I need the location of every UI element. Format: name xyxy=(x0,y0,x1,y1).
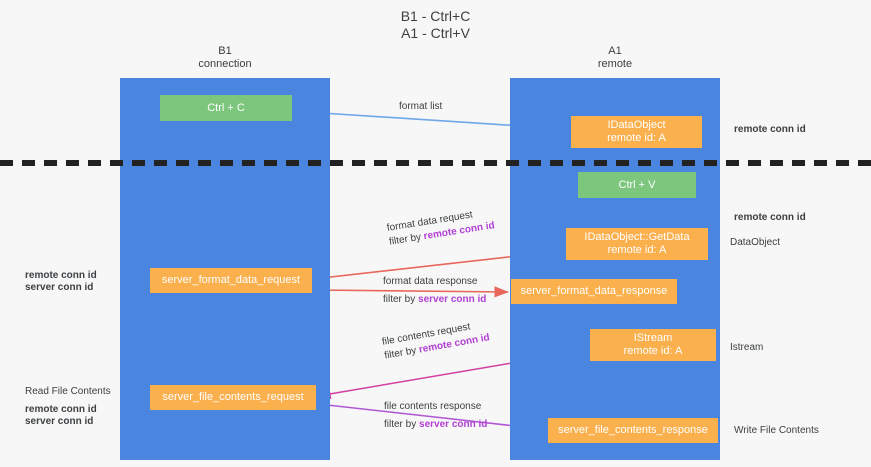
node-idataobject[interactable]: IDataObject remote id: A xyxy=(571,116,702,148)
annotation-server-conn-id-left: server conn id xyxy=(25,282,94,293)
node-ctrl-v[interactable]: Ctrl + V xyxy=(578,172,696,198)
edge-label-file-contents-response-line2: filter by server conn id xyxy=(384,418,487,432)
annotation-server-conn-id-left2: server conn id xyxy=(25,416,94,427)
annotation-dataobject: DataObject xyxy=(730,237,781,248)
lane-header-b1: B1 connection xyxy=(198,45,252,70)
filter-prefix: filter by xyxy=(383,294,419,305)
lane-header-a1: A1 remote xyxy=(597,45,633,70)
node-server-file-contents-response[interactable]: server_file_contents_response xyxy=(548,418,718,443)
annotation-remote-conn-id-top: remote conn id xyxy=(734,124,806,135)
edge-label-file-contents-response-line1: file contents response xyxy=(384,401,482,412)
annotation-write-file-contents: Write File Contents xyxy=(734,425,819,436)
edge-label-format-data-response-line2: filter by server conn id xyxy=(383,293,486,307)
edge-format-data-response xyxy=(312,286,509,298)
edge-label-format-data-response: format data response filter by server co… xyxy=(383,275,486,307)
node-ctrl-c[interactable]: Ctrl + C xyxy=(160,95,292,121)
edge-label-format-list: format list xyxy=(399,100,442,114)
filter-prefix: filter by xyxy=(384,419,420,430)
section-divider-dashed xyxy=(0,160,871,166)
filter-key-server-conn-id: server conn id xyxy=(418,294,487,305)
annotation-remote-conn-id-left2: remote conn id xyxy=(25,404,97,415)
edge-label-file-contents-response: file contents response filter by server … xyxy=(384,400,487,432)
node-server-file-contents-request[interactable]: server_file_contents_request xyxy=(150,385,316,410)
annotation-istream: Istream xyxy=(730,342,764,353)
node-server-format-data-request[interactable]: server_format_data_request xyxy=(150,268,312,293)
edge-label-format-data-response-line1: format data response xyxy=(383,276,478,287)
node-idataobject-getdata[interactable]: IDataObject::GetData remote id: A xyxy=(566,228,708,260)
annotation-remote-conn-id-left: remote conn id xyxy=(25,270,97,281)
node-istream[interactable]: IStream remote id: A xyxy=(590,329,716,361)
annotation-read-file-contents: Read File Contents xyxy=(25,386,111,397)
node-server-format-data-response[interactable]: server_format_data_response xyxy=(511,279,677,304)
annotation-remote-conn-id-mid: remote conn id xyxy=(734,212,806,223)
filter-key-server-conn-id: server conn id xyxy=(419,419,488,430)
edge-label-format-list-line1: format list xyxy=(399,101,443,112)
page-title: B1 - Ctrl+C A1 - Ctrl+V xyxy=(400,8,471,41)
